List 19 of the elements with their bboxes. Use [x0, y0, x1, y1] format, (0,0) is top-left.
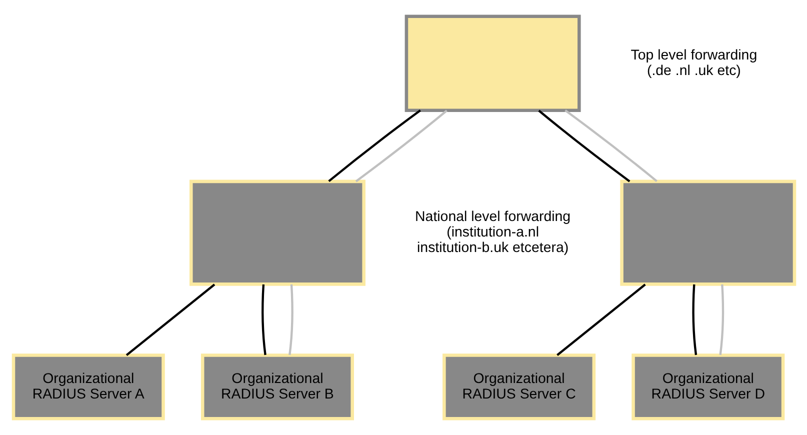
connector — [261, 284, 266, 356]
connector — [354, 110, 447, 182]
node-label: Top level forwarding (.de .nl .uk etc) — [630, 47, 757, 79]
connector — [692, 284, 697, 356]
connector — [328, 110, 420, 182]
label: National level forwarding (institution-a.nl institution-b.uk etcetera) — [414, 209, 570, 256]
node-box: Organizational RADIUS Server D — [631, 354, 784, 420]
node-box — [404, 14, 580, 112]
connector — [556, 284, 646, 356]
node-box — [620, 180, 796, 286]
node-box — [188, 180, 365, 286]
node-box: Organizational RADIUS Server B — [200, 354, 354, 420]
node-box: Organizational RADIUS Server A — [11, 354, 164, 420]
connector — [125, 284, 215, 356]
connector — [288, 284, 293, 356]
connector — [564, 110, 657, 182]
connector — [538, 110, 630, 182]
connector — [718, 284, 724, 356]
node-box: Organizational RADIUS Server C — [442, 354, 596, 420]
